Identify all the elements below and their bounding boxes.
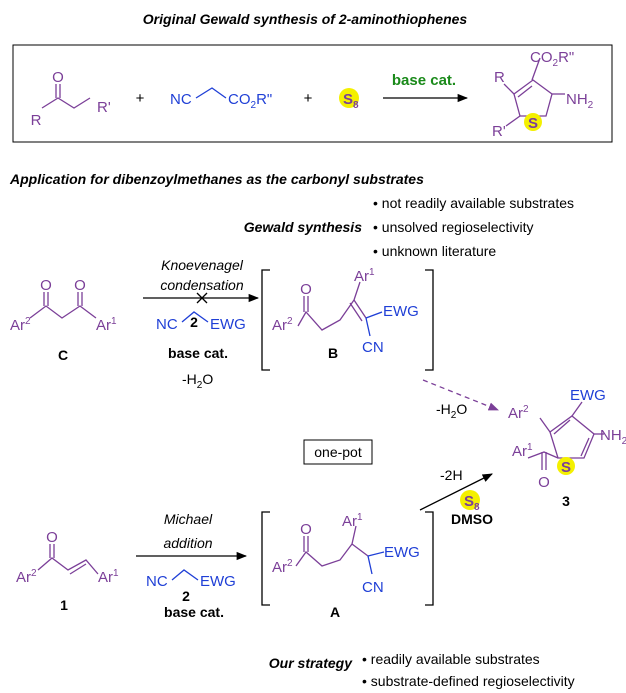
one-pot-label: one-pot xyxy=(314,444,362,460)
a-ewg: EWG xyxy=(384,544,420,561)
p3-amine: NH2 xyxy=(600,427,626,447)
knoev-num: 2 xyxy=(190,314,198,330)
michael-step: Michael addition NC EWG 2 base cat. xyxy=(136,511,248,620)
e1-ar1: Ar1 xyxy=(98,568,119,586)
michael-nc: NC xyxy=(146,573,168,590)
product-r-prime: R' xyxy=(492,123,506,140)
b-ar2: Ar2 xyxy=(272,316,293,334)
compound-1: O Ar2 Ar1 1 xyxy=(16,529,119,613)
one-pot-box xyxy=(303,439,373,465)
a-ar1: Ar1 xyxy=(342,512,363,530)
a-cn: CN xyxy=(362,579,384,596)
gewald-note-2: • unsolved regioselectivity xyxy=(373,219,534,235)
knoev-base: base cat. xyxy=(168,345,228,361)
knoev-nc: NC xyxy=(156,316,178,333)
e1-oxygen: O xyxy=(46,529,58,546)
oxid-h: -2H xyxy=(440,467,463,483)
bracket-b-right xyxy=(425,269,434,371)
sulfur-s8: S8 xyxy=(343,91,359,111)
product-ester: CO2R" xyxy=(530,49,574,69)
product-amine: NH2 xyxy=(566,91,594,111)
ketone-r-prime: R' xyxy=(97,99,111,116)
gewald-note-1: • not readily available substrates xyxy=(373,195,574,211)
michael-line2: addition xyxy=(163,535,212,551)
knoev-cross-icon xyxy=(196,292,208,304)
product-sulfur: S xyxy=(528,115,538,132)
oxid-s8: S8 xyxy=(464,493,480,513)
b-label: B xyxy=(328,345,338,361)
nitrile-nc: NC xyxy=(170,91,192,108)
sulfur-reagent: S8 xyxy=(339,88,359,111)
strategy-note-1: • readily available substrates xyxy=(362,651,540,667)
gewald-box xyxy=(12,44,613,143)
section1-title: Original Gewald synthesis of 2-aminothio… xyxy=(143,11,468,27)
bracket-a-right xyxy=(425,511,434,606)
michael-base: base cat. xyxy=(164,604,224,620)
gewald-synthesis-label: Gewald synthesis xyxy=(244,219,362,235)
aminothiophene-product: CO2R" R R' S NH2 xyxy=(492,49,594,140)
ketone-substrate: O R R' xyxy=(31,69,111,129)
bracket-b-left xyxy=(261,269,270,371)
michael-ewg: EWG xyxy=(200,573,236,590)
knoevenagel-step: Knoevenagel condensation NC EWG 2 base c… xyxy=(143,257,260,391)
c-oxygen-1: O xyxy=(40,277,52,294)
knoev-water: -H2O xyxy=(182,371,213,391)
product-r: R xyxy=(494,69,505,86)
c-ar2: Ar2 xyxy=(10,316,31,334)
p3-ar1: Ar1 xyxy=(512,442,533,460)
plus-sign-1: + xyxy=(136,90,145,107)
p3-ar2: Ar2 xyxy=(508,404,529,422)
oxidation-arrow xyxy=(419,473,493,511)
p3-sulfur: S xyxy=(561,459,571,476)
b-oxygen: O xyxy=(300,281,312,298)
p3-oxygen: O xyxy=(538,474,550,491)
gewald-arrow-label: base cat. xyxy=(392,72,456,89)
e1-label: 1 xyxy=(60,597,68,613)
dashed-arrow xyxy=(422,379,499,411)
c-label: C xyxy=(58,347,68,363)
nitrile-ester: CO2R" xyxy=(228,91,272,111)
oxid-dmso: DMSO xyxy=(451,511,493,527)
product-3: S EWG Ar2 NH2 Ar1 O 3 xyxy=(508,387,626,509)
strategy-label: Our strategy xyxy=(269,655,353,671)
plus-sign-2: + xyxy=(304,90,313,107)
michael-line1: Michael xyxy=(164,511,213,527)
gewald-note-3: • unknown literature xyxy=(373,243,496,259)
ketone-r: R xyxy=(31,112,42,129)
e1-ar2: Ar2 xyxy=(16,568,37,586)
a-label: A xyxy=(330,604,340,620)
compound-b: O Ar2 Ar1 EWG CN B xyxy=(272,267,419,361)
a-ar2: Ar2 xyxy=(272,558,293,576)
section2-title: Application for dibenzoylmethanes as the… xyxy=(9,171,424,187)
bracket-a-left xyxy=(261,511,270,606)
knoev-ewg: EWG xyxy=(210,316,246,333)
p3-ewg: EWG xyxy=(570,387,606,404)
compound-c: O O Ar2 Ar1 C xyxy=(10,277,117,363)
a-oxygen: O xyxy=(300,521,312,538)
dashed-water: -H2O xyxy=(436,401,467,421)
p3-label: 3 xyxy=(562,493,570,509)
knoev-line1: Knoevenagel xyxy=(161,257,244,273)
compound-a: O Ar2 Ar1 EWG CN A xyxy=(272,512,420,620)
b-ar1: Ar1 xyxy=(354,267,375,285)
strategy-note-2: • substrate-defined regioselectivity xyxy=(362,673,575,689)
knoev-line2: condensation xyxy=(160,277,244,293)
b-cn: CN xyxy=(362,339,384,356)
c-ar1: Ar1 xyxy=(96,316,117,334)
c-oxygen-2: O xyxy=(74,277,86,294)
michael-num: 2 xyxy=(182,588,190,604)
b-ewg: EWG xyxy=(383,303,419,320)
ketone-oxygen: O xyxy=(52,69,64,86)
cyanoacetate-substrate: NC CO2R" xyxy=(170,87,272,111)
